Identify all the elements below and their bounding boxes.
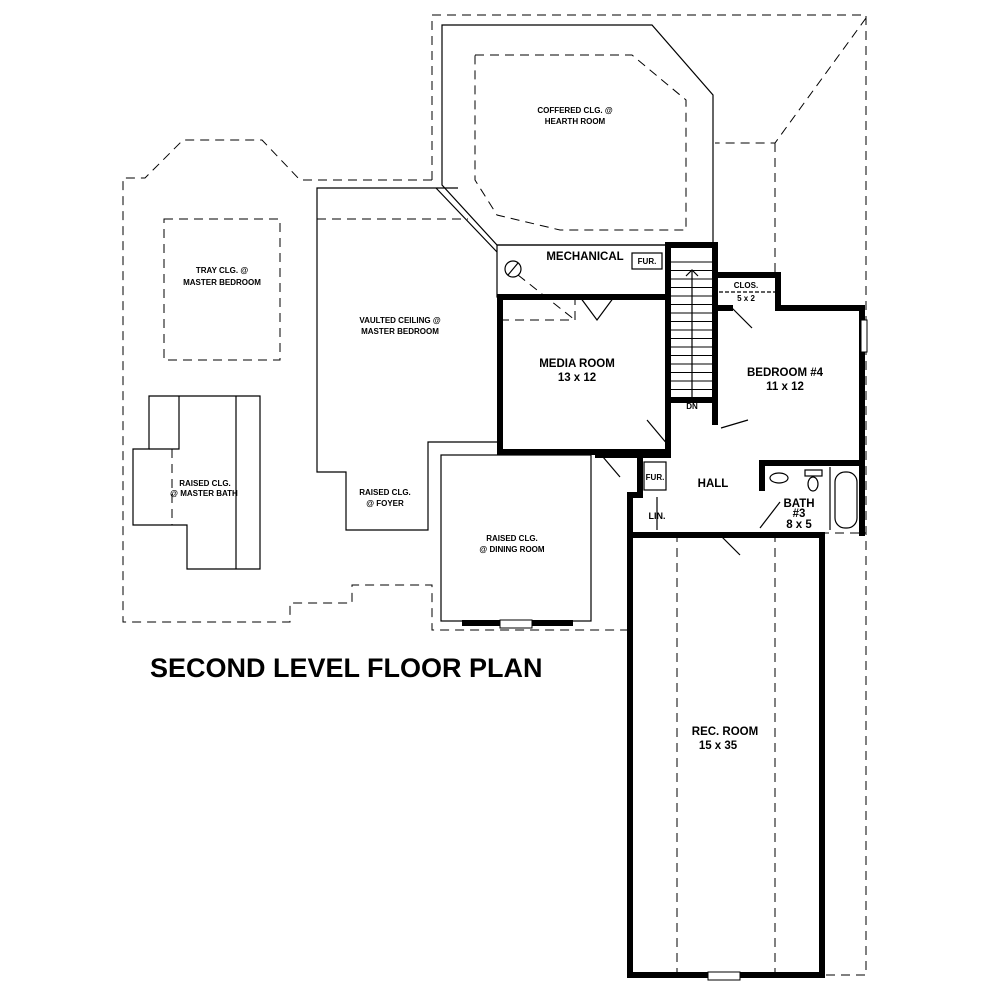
closet-label: CLOS. xyxy=(734,281,758,290)
door-swing xyxy=(720,419,749,429)
rec-room-walls xyxy=(627,532,825,978)
bathtub-icon xyxy=(834,471,858,529)
toilet-bowl-icon xyxy=(807,476,819,492)
media-room-label: MEDIA ROOM xyxy=(539,358,615,370)
master-bath-label: RAISED CLG. xyxy=(179,479,231,488)
furnace-box xyxy=(643,461,667,491)
plan-title: SECOND LEVEL FLOOR PLAN xyxy=(150,653,543,683)
vaulted-label: MASTER BEDROOM xyxy=(361,327,439,336)
bath3-walls xyxy=(759,460,865,536)
dining-label: RAISED CLG. xyxy=(486,534,538,543)
door-swing xyxy=(602,456,621,478)
wall-line xyxy=(435,187,498,253)
stairs-down-label: DN xyxy=(686,402,698,411)
media-room-size: 13 x 12 xyxy=(558,372,596,384)
hearth-label: COFFERED CLG. @ xyxy=(537,106,613,115)
stairs[interactable] xyxy=(665,242,718,403)
bedroom4-size: 11 x 12 xyxy=(766,381,804,393)
hearth-label: HEARTH ROOM xyxy=(545,117,606,126)
tray-label: TRAY CLG. @ xyxy=(196,266,248,275)
door-swing xyxy=(579,296,615,322)
rec-room-label: REC. ROOM xyxy=(692,726,758,738)
tray-label: MASTER BEDROOM xyxy=(183,278,261,287)
master-bath-label: @ MASTER BATH xyxy=(170,489,238,498)
lower-level-outline-left xyxy=(431,14,867,976)
mechanical-label: MECHANICAL xyxy=(546,251,623,263)
hall-walls xyxy=(627,397,671,536)
master-bath-outline xyxy=(132,395,261,570)
water-heater-icon-line xyxy=(507,262,519,276)
wall-line xyxy=(149,396,180,450)
rec-room-size: 15 x 35 xyxy=(699,740,738,752)
bath3-label: BATH xyxy=(783,498,814,510)
bedroom4-label: BEDROOM #4 xyxy=(747,367,824,379)
vaulted-label: VAULTED CEILING @ xyxy=(359,316,440,325)
linen-label: LIN. xyxy=(649,511,666,521)
toilet-icon xyxy=(804,469,823,477)
ceiling-line xyxy=(500,297,576,321)
door-swing xyxy=(731,307,753,329)
door-swing xyxy=(759,501,781,529)
foyer-label: @ FOYER xyxy=(366,499,404,508)
furnace-box xyxy=(631,252,663,270)
closet-size: 5 x 2 xyxy=(737,294,755,303)
door-swing xyxy=(719,534,741,556)
master-bedroom-outline xyxy=(316,187,497,531)
bath3-size: 8 x 5 xyxy=(786,519,812,531)
window xyxy=(860,319,868,353)
sink-icon xyxy=(769,472,789,484)
window xyxy=(499,619,533,629)
hearth-room-outline xyxy=(441,24,714,246)
furnace-label: FUR. xyxy=(638,257,657,266)
foyer-label: RAISED CLG. xyxy=(359,488,411,497)
coffered-ceiling xyxy=(474,54,687,231)
dining-label: @ DINING ROOM xyxy=(479,545,544,554)
tray-ceiling xyxy=(163,218,281,361)
hall-label: HALL xyxy=(698,478,729,490)
water-heater-icon xyxy=(504,260,522,278)
door-swing xyxy=(646,419,669,446)
furnace-label: FUR. xyxy=(646,473,665,482)
window xyxy=(707,971,741,981)
roof-line-right xyxy=(715,17,867,144)
lower-level-outline-west xyxy=(122,139,628,631)
bath3-number: #3 xyxy=(793,508,806,520)
